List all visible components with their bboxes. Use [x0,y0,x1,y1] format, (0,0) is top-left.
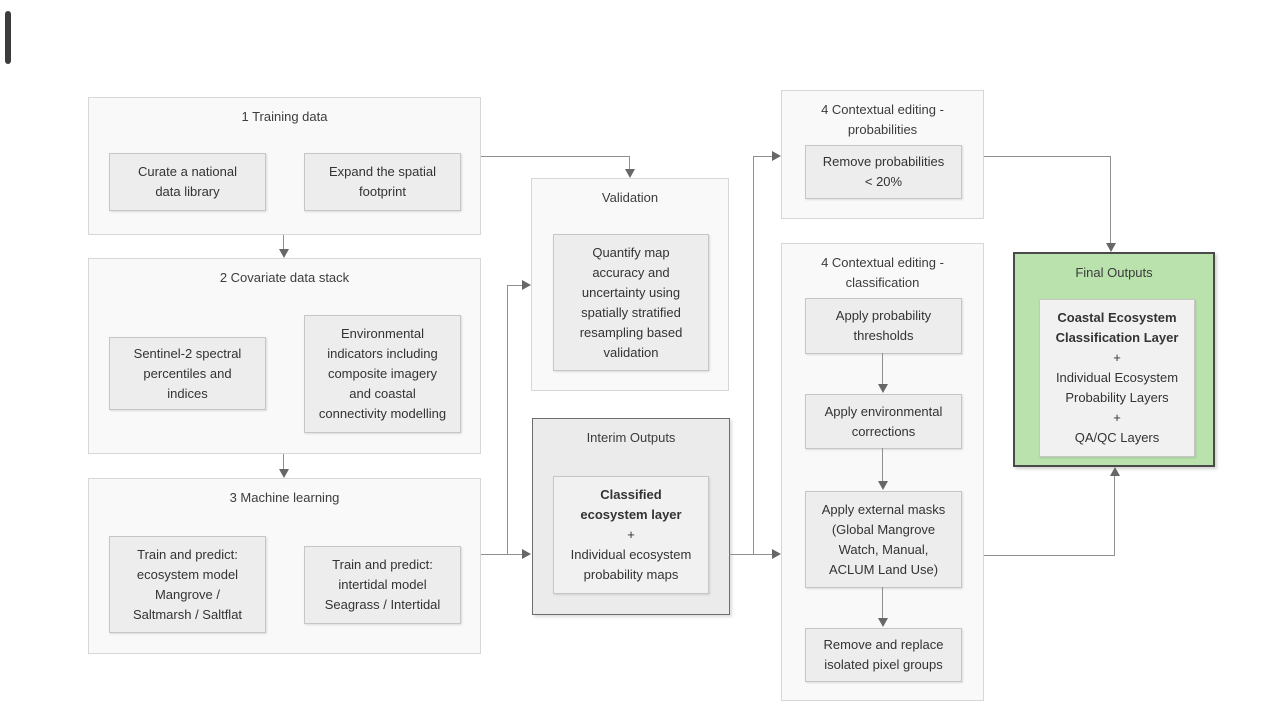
connector-probabilities-to-final-v [1110,156,1111,243]
arrowhead-interim-to-probabilities [772,151,781,161]
node-quantify-accuracy: Quantify map accuracy and uncertainty us… [553,234,709,371]
connector-ml-to-interim-h [481,554,522,555]
connector-interim-branch-up-v [753,156,754,555]
group-contextual-editing-probabilities: 4 Contextual editing - probabilities Rem… [781,90,984,219]
arrowhead-thresholds-to-corrections [878,384,888,393]
node-remove-isolated-pixels: Remove and replace isolated pixel groups [805,628,962,682]
connector-classification-to-final-v [1114,476,1115,555]
group-training-data: 1 Training data Curate a national data l… [88,97,481,235]
connector-probabilities-to-final-h [984,156,1111,157]
connector-interim-to-probabilities-h [753,156,772,157]
node-apply-probability-thresholds: Apply probability thresholds [805,298,962,354]
arrowhead-probabilities-to-final [1106,243,1116,252]
connector-interim-to-classification-h [729,554,772,555]
interim-classified-layer-label: Classified ecosystem layer [580,487,682,522]
node-final-outputs-content: Coastal Ecosystem Classification Layer +… [1039,299,1195,457]
interim-plus-sign: + [627,527,635,542]
group-interim-outputs: Interim Outputs Classified ecosystem lay… [532,418,730,615]
node-curate-data-library: Curate a national data library [109,153,266,211]
node-expand-spatial-footprint: Expand the spatial footprint [304,153,461,211]
connector-ml-branch-to-validation-h [507,285,522,286]
group-title-final-outputs: Final Outputs [1075,265,1153,280]
group-contextual-editing-classification: 4 Contextual editing - classification Ap… [781,243,984,701]
arrowhead-masks-to-isolated [878,618,888,627]
group-title-contextual-probabilities: 4 Contextual editing - probabilities [821,102,944,137]
group-title-training-data: 1 Training data [241,109,328,124]
connector-corrections-to-masks [882,448,883,481]
arrowhead-training-to-validation [625,169,635,178]
arrowhead-ml-to-interim [522,549,531,559]
node-environmental-indicators: Environmental indicators including compo… [304,315,461,433]
node-apply-external-masks: Apply external masks (Global Mangrove Wa… [805,491,962,588]
final-plus-sign-2: + [1113,410,1121,425]
arrowhead-classification-to-final [1110,467,1120,476]
arrowhead-ml-to-validation [522,280,531,290]
final-qaqc-layers-label: QA/QC Layers [1074,430,1160,445]
final-probability-layers-label: Individual Ecosystem Probability Layers [1055,370,1179,405]
group-title-interim-outputs: Interim Outputs [586,430,676,445]
arrowhead-corrections-to-masks [878,481,888,490]
connector-training-to-covariate [283,235,284,249]
node-interim-outputs-content: Classified ecosystem layer + Individual … [553,476,709,594]
node-train-intertidal-model: Train and predict: intertidal model Seag… [304,546,461,624]
group-final-outputs: Final Outputs Coastal Ecosystem Classifi… [1013,252,1215,467]
node-sentinel2-percentiles: Sentinel-2 spectral percentiles and indi… [109,337,266,410]
connector-classification-to-final-h [984,555,1115,556]
node-apply-environmental-corrections: Apply environmental corrections [805,394,962,449]
group-title-covariate-data-stack: 2 Covariate data stack [219,270,350,285]
node-train-ecosystem-model: Train and predict: ecosystem model Mangr… [109,536,266,633]
interim-probability-maps-label: Individual ecosystem probability maps [570,547,692,582]
group-covariate-data-stack: 2 Covariate data stack Sentinel-2 spectr… [88,258,481,454]
arrowhead-training-to-covariate [279,249,289,258]
connector-masks-to-isolated [882,587,883,618]
group-title-contextual-classification: 4 Contextual editing - classification [821,255,944,290]
final-plus-sign-1: + [1113,350,1121,365]
connector-training-to-validation-v [629,156,630,169]
group-title-validation: Validation [601,190,659,205]
arrowhead-interim-to-classification [772,549,781,559]
final-classification-layer-label: Coastal Ecosystem Classification Layer [1055,310,1179,345]
arrowhead-covariate-to-ml [279,469,289,478]
group-validation: Validation Quantify map accuracy and unc… [531,178,729,391]
text-caret [5,11,11,64]
node-remove-probabilities: Remove probabilities < 20% [805,145,962,199]
group-title-machine-learning: 3 Machine learning [229,490,340,505]
group-machine-learning: 3 Machine learning Train and predict: ec… [88,478,481,654]
connector-covariate-to-ml [283,454,284,469]
connector-ml-branch-up-v [507,285,508,555]
connector-thresholds-to-corrections [882,353,883,384]
connector-training-to-validation-h [481,156,630,157]
